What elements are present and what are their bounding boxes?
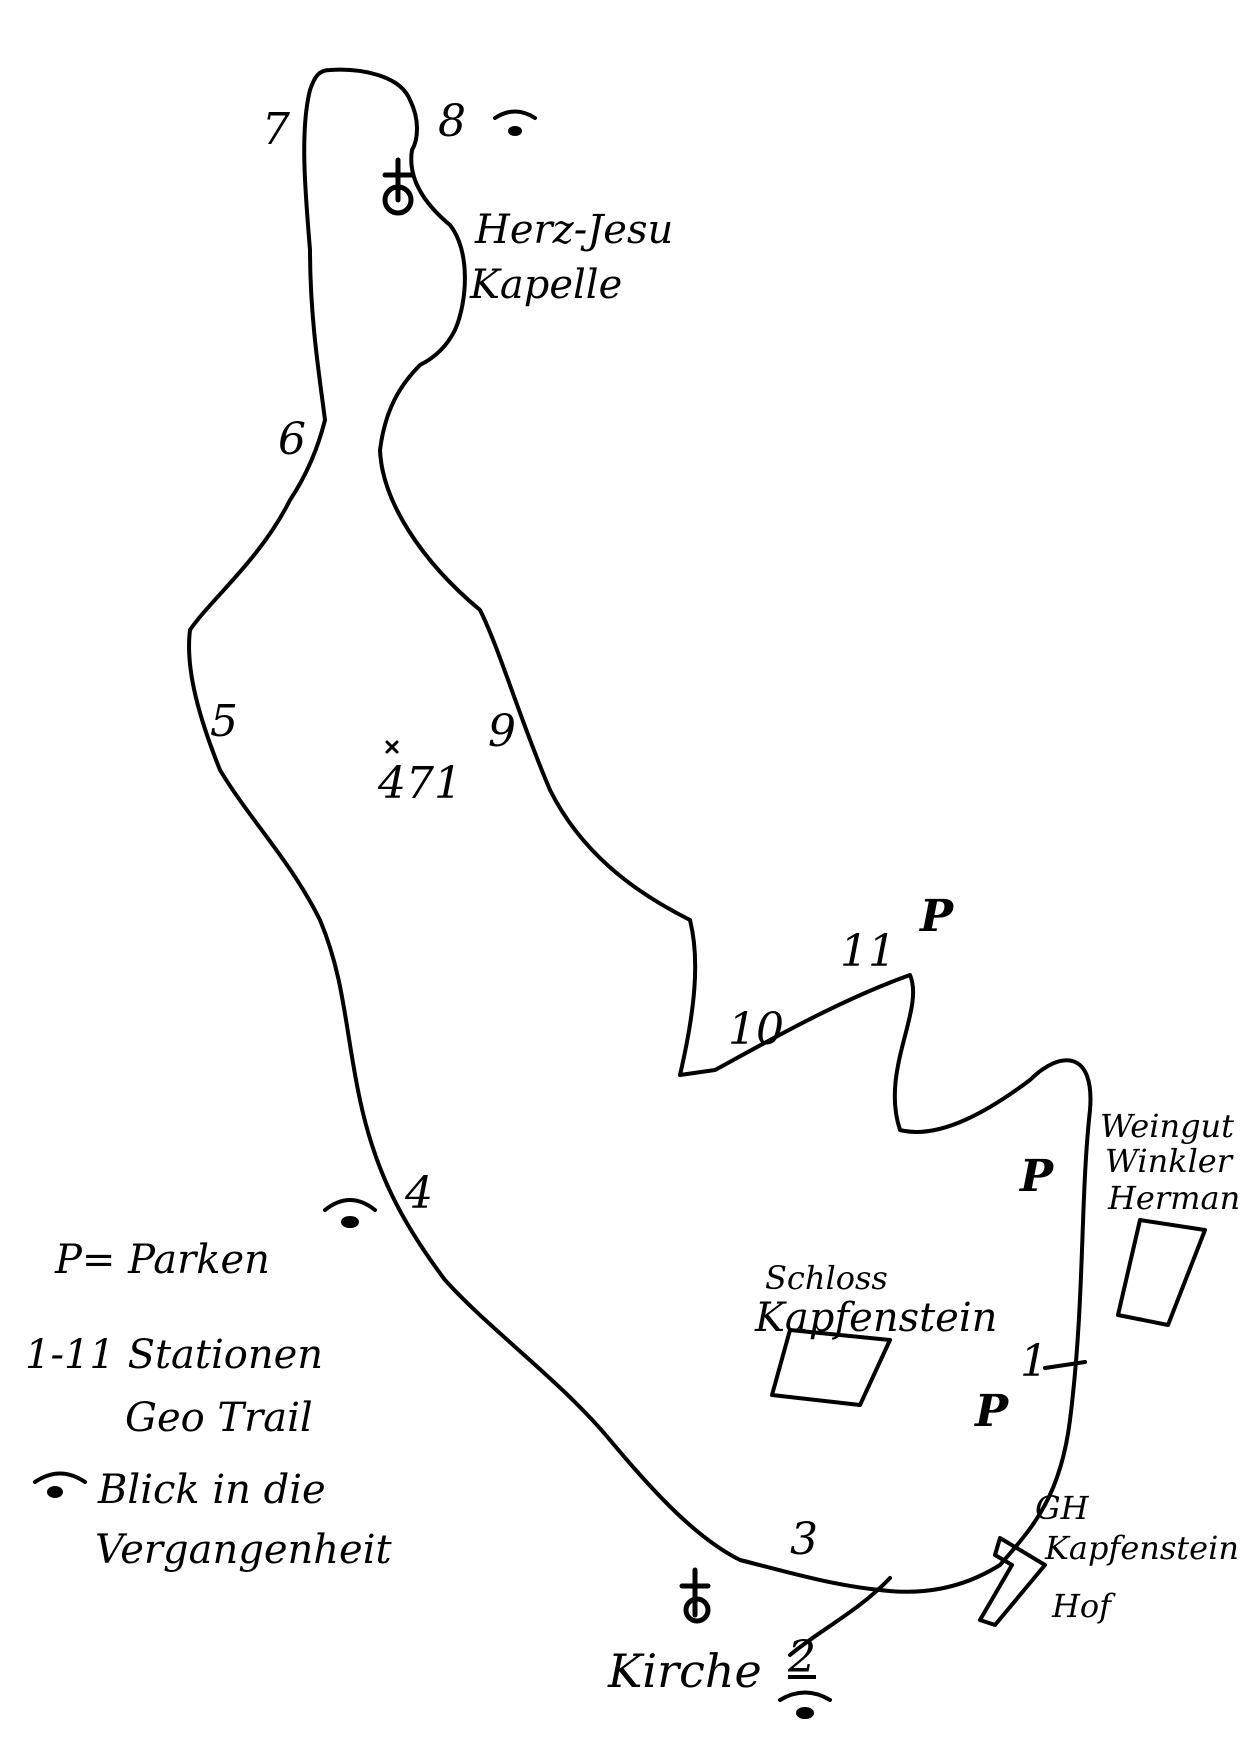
chapel-label-line1: Herz-Jesu xyxy=(475,207,674,253)
eye-view-icon xyxy=(323,1198,377,1228)
parking-symbol: P xyxy=(975,1386,1009,1437)
station-1: 1 xyxy=(1020,1336,1048,1387)
eye-view-icon xyxy=(33,1471,87,1498)
station-4: 4 xyxy=(405,1168,433,1219)
chapel-label-line2: Kapelle xyxy=(470,262,623,308)
church-cross-icon xyxy=(679,1567,711,1624)
station-3: 3 xyxy=(790,1514,818,1565)
chapel-cross-icon xyxy=(382,157,415,216)
church-label: Kirche xyxy=(608,1644,762,1698)
station-6: 6 xyxy=(278,414,306,465)
station-2: 2 xyxy=(788,1632,816,1683)
station-5: 5 xyxy=(210,696,238,747)
inn-label-line2: Kapfensteiner xyxy=(1045,1529,1240,1567)
parking-symbol: P xyxy=(1020,1151,1054,1202)
trail-spur xyxy=(788,1576,892,1657)
station-9: 9 xyxy=(488,706,516,757)
elevation-marker xyxy=(385,740,399,754)
eye-view-icon xyxy=(493,109,537,136)
inn-label-line3: Hof xyxy=(1052,1587,1112,1625)
elevation-label: 471 xyxy=(378,758,462,809)
legend-stations-line2: Geo Trail xyxy=(125,1395,313,1441)
station-8: 8 xyxy=(438,96,466,147)
parking-symbol: P xyxy=(920,891,954,942)
building-outline xyxy=(770,1328,892,1407)
winery-label-line3: Hermann xyxy=(1108,1179,1240,1217)
winery-label-line2: Winkler xyxy=(1105,1142,1233,1180)
station-1-tick xyxy=(1043,1360,1087,1370)
winery-label-line1: Weingut xyxy=(1100,1107,1235,1145)
eye-view-icon xyxy=(778,1690,832,1719)
geo-trail-path xyxy=(187,67,1093,1594)
building-outline xyxy=(1116,1218,1207,1327)
legend-parking: P= Parken xyxy=(55,1237,270,1283)
station-7: 7 xyxy=(262,104,290,155)
station-11: 11 xyxy=(840,926,896,977)
legend-stations-line1: 1-11 Stationen xyxy=(25,1332,324,1378)
castle-label-line1: Schloss xyxy=(765,1259,888,1297)
inn-label-line1: GH xyxy=(1035,1489,1089,1527)
castle-label-line2: Kapfenstein xyxy=(755,1295,998,1341)
station-10: 10 xyxy=(728,1004,784,1055)
legend-view-line2: Vergangenheit xyxy=(95,1527,392,1573)
legend-view-line1: Blick in die xyxy=(98,1467,326,1513)
building-outline xyxy=(978,1536,1047,1627)
